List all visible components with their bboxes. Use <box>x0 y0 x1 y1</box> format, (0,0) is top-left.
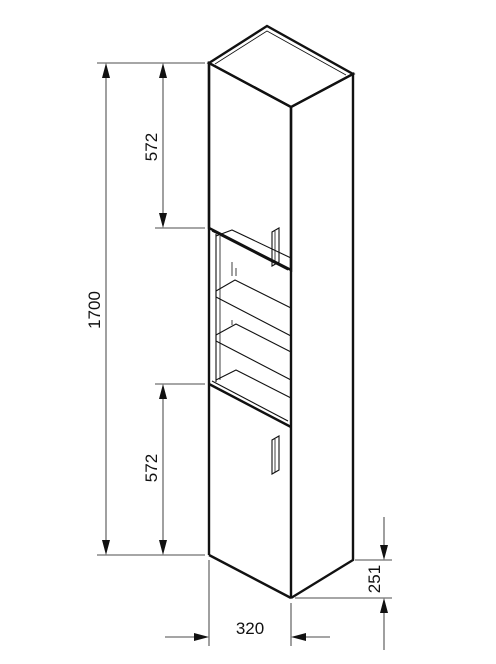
shelf-2 <box>215 323 292 381</box>
arrow-right-320 <box>194 633 209 641</box>
dimension-total-height: 1700 <box>85 62 205 556</box>
upper-door-panel <box>207 60 293 272</box>
upper-door-lower-edge <box>211 230 289 271</box>
lower-door <box>208 369 292 475</box>
arrow-up-lower-572 <box>159 384 167 399</box>
arrow-down-upper-572 <box>159 213 167 228</box>
arrow-up-upper-572 <box>159 63 167 78</box>
lower-door-handle <box>271 435 280 475</box>
dimension-label-upper-572: 572 <box>142 133 161 161</box>
upper-door-handle <box>271 227 280 267</box>
upper-door <box>207 60 293 272</box>
dimension-label-1700: 1700 <box>85 291 104 329</box>
arrow-down-1700 <box>102 540 110 555</box>
lower-door-top-inner <box>211 380 289 422</box>
arrow-left-320 <box>291 633 306 641</box>
dimension-label-320: 320 <box>236 619 264 638</box>
arrow-up-251 <box>380 598 388 613</box>
cabinet-top-edge <box>214 30 347 76</box>
lower-door-opening-floor <box>215 369 292 399</box>
open-shelf-section <box>215 229 292 382</box>
dimension-label-251: 251 <box>365 565 384 593</box>
cabinet-bottom-edge <box>208 553 292 600</box>
lower-door-top-edge <box>208 382 292 429</box>
dimension-label-lower-572: 572 <box>142 454 161 482</box>
dimension-plinth: 251 <box>295 517 392 650</box>
shelf-1 <box>215 279 292 337</box>
cabinet-side-panel <box>290 72 355 600</box>
arrow-up-1700 <box>102 63 110 78</box>
opening-top <box>215 229 292 259</box>
dimension-width: 320 <box>165 560 330 646</box>
tall-cabinet <box>206 24 356 600</box>
shelf-back-hint <box>231 262 237 325</box>
dimension-upper-door: 572 <box>142 63 205 229</box>
arrow-down-251 <box>380 545 388 560</box>
arrow-down-lower-572 <box>159 540 167 555</box>
dimension-lower-door: 572 <box>142 383 205 555</box>
